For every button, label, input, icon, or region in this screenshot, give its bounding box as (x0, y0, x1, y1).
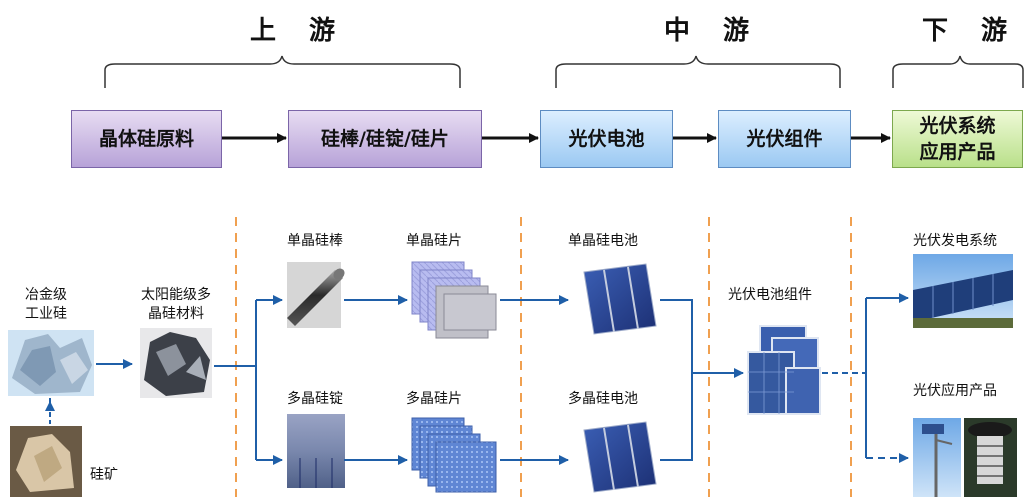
rod-ingot-wafer-box: 硅棒/硅锭/硅片 (288, 110, 482, 168)
metallurgical-silicon-image (8, 330, 94, 396)
rod-ingot-wafer-label: 硅棒/硅锭/硅片 (321, 128, 449, 150)
solar-lamp-image (964, 418, 1017, 497)
cell-label: 光伏电池 (568, 128, 645, 150)
mg-silicon-label: 冶金级 工业硅 (25, 287, 67, 322)
mono-rod-image (287, 262, 345, 328)
poly-cell-image (583, 421, 657, 493)
midstream-brace (555, 55, 841, 88)
solar-grade-polysilicon-image (140, 328, 212, 398)
raw-material-label: 晶体硅原料 (98, 128, 194, 150)
module-image (747, 325, 821, 415)
poly-wafer-label: 多晶硅片 (406, 391, 462, 407)
flow-arrows (45, 293, 909, 465)
mono-cell-image (583, 263, 657, 335)
power-station-image (913, 254, 1013, 328)
application-box: 光伏系统 应用产品 (892, 110, 1023, 168)
raw-material-box: 晶体硅原料 (71, 110, 222, 168)
silicon-ore-image (10, 426, 82, 497)
solar-grade-silicon-label: 太阳能级多 晶硅材料 (141, 287, 211, 322)
stage-midstream: 中 游 (664, 16, 762, 46)
application-label-line2: 应用产品 (919, 141, 996, 163)
mono-wafer-label: 单晶硅片 (406, 233, 462, 249)
mono-wafer-image (411, 261, 497, 339)
downstream-brace (892, 55, 1024, 88)
mono-cell-label: 单晶硅电池 (568, 233, 638, 249)
stage-upstream: 上 游 (250, 16, 348, 46)
module-label: 光伏组件 (746, 128, 823, 150)
module-box: 光伏组件 (718, 110, 851, 168)
poly-cell-label: 多晶硅电池 (568, 391, 638, 407)
application-label-line1: 光伏系统 (919, 115, 996, 137)
application-products-label: 光伏应用产品 (913, 383, 997, 399)
poly-ingot-label: 多晶硅锭 (287, 391, 343, 407)
upstream-brace (104, 55, 461, 88)
streetlight-image (913, 418, 961, 497)
stage-downstream: 下 游 (922, 16, 1020, 46)
poly-ingot-image (287, 414, 345, 488)
power-system-label: 光伏发电系统 (913, 233, 997, 249)
mono-rod-label: 单晶硅棒 (287, 233, 343, 249)
cell-box: 光伏电池 (540, 110, 673, 168)
silicon-ore-label: 硅矿 (90, 467, 118, 483)
module-detail-label: 光伏电池组件 (728, 287, 812, 303)
poly-wafer-image (411, 417, 497, 493)
